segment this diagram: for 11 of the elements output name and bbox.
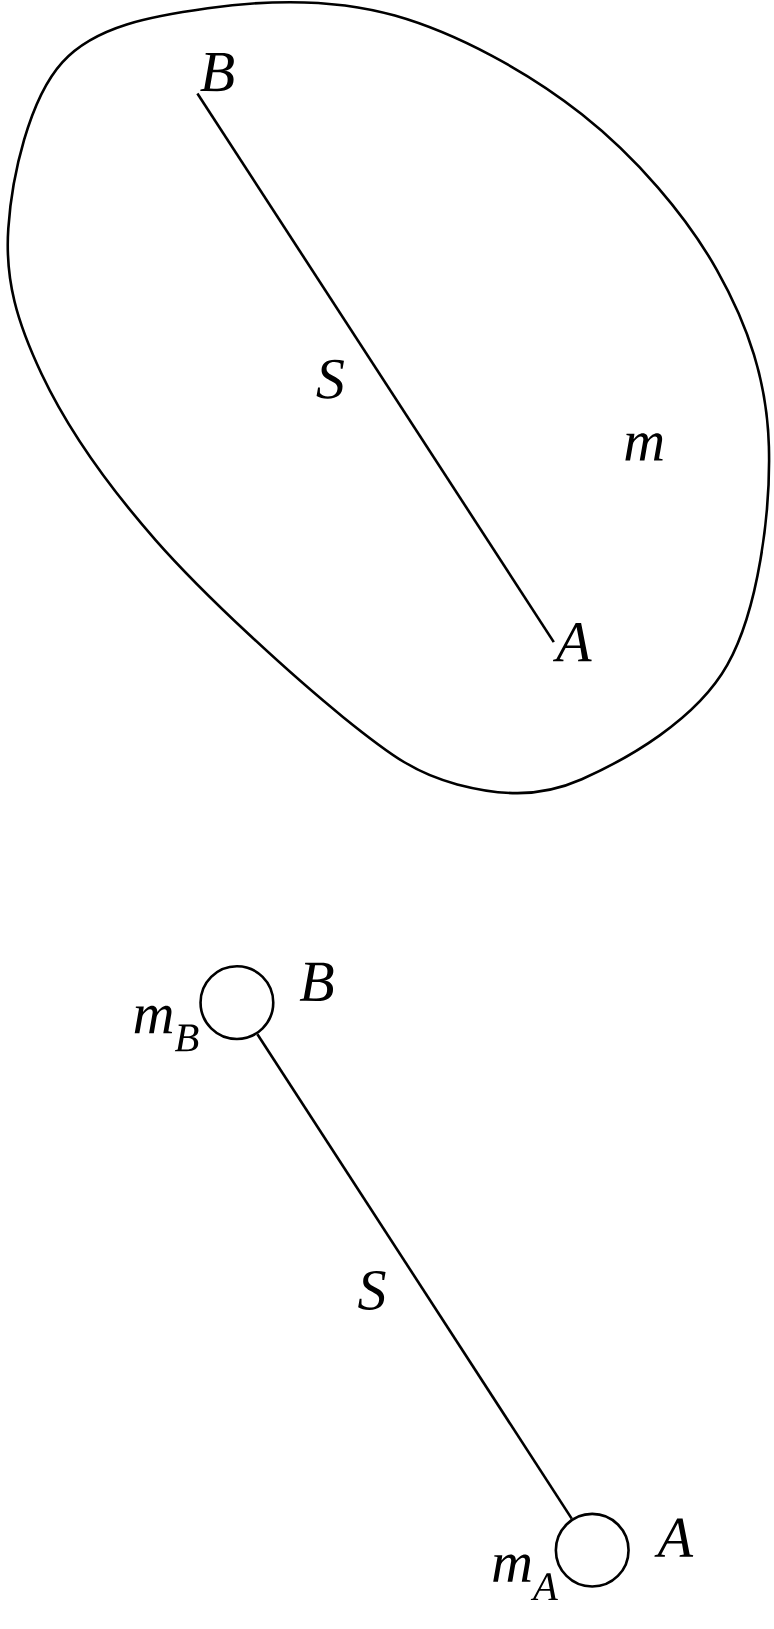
point-label: A xyxy=(552,622,592,662)
edge-label: S xyxy=(358,1270,386,1310)
mass-label: B xyxy=(299,962,334,1001)
point-mass xyxy=(199,964,275,1041)
mass-label: m$_{A}$ xyxy=(493,1554,558,1600)
edge-label: S xyxy=(316,359,344,399)
point-label: B xyxy=(200,53,234,92)
connecting-rod xyxy=(196,92,555,643)
connecting-rod xyxy=(256,1033,573,1520)
mass-label: A xyxy=(654,1518,694,1557)
mass-label: m$_{B}$ xyxy=(134,1005,199,1052)
